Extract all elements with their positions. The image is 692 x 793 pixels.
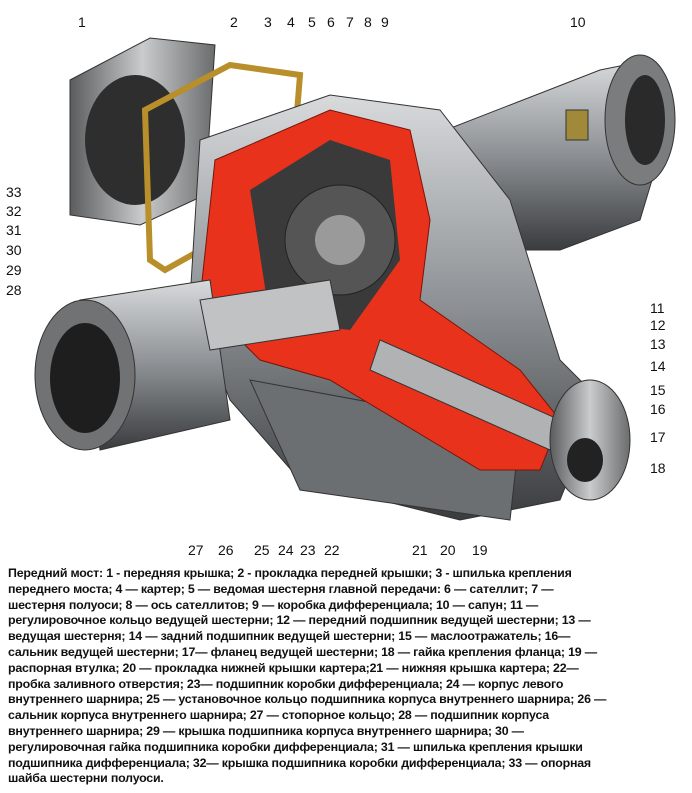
caption-line: переднего моста; 4 — картер; 5 — ведомая… bbox=[8, 581, 554, 596]
callout-8: 8 bbox=[364, 14, 372, 30]
caption-line: Передний мост: 1 - передняя крышка; 2 - … bbox=[8, 566, 572, 580]
pinion-shaft bbox=[369, 339, 561, 451]
callout-22: 22 bbox=[324, 542, 340, 558]
callout-33: 33 bbox=[6, 184, 22, 200]
caption-line: шестерня полуоси; 8 — ось сателлитов; 9 … bbox=[8, 597, 539, 612]
caption-line: сальник ведущей шестерни; 17— фланец вед… bbox=[8, 644, 597, 659]
breather bbox=[565, 109, 589, 141]
callout-26: 26 bbox=[218, 542, 234, 558]
callout-4: 4 bbox=[287, 14, 295, 30]
callout-30: 30 bbox=[6, 242, 22, 258]
callout-32: 32 bbox=[6, 203, 22, 219]
callout-29: 29 bbox=[6, 262, 22, 278]
callout-24: 24 bbox=[278, 542, 294, 558]
diagram-caption: Передний мост: 1 - передняя крышка; 2 - … bbox=[8, 566, 688, 787]
callout-1: 1 bbox=[78, 14, 86, 30]
callout-31: 31 bbox=[6, 222, 22, 238]
callout-17: 17 bbox=[650, 429, 666, 445]
callout-12: 12 bbox=[650, 317, 666, 333]
callout-28: 28 bbox=[6, 282, 22, 298]
callout-20: 20 bbox=[440, 542, 456, 558]
callout-19: 19 bbox=[472, 542, 488, 558]
callout-25: 25 bbox=[254, 542, 270, 558]
callout-16: 16 bbox=[650, 401, 666, 417]
callout-15: 15 bbox=[650, 382, 666, 398]
caption-line: регулировочное кольцо ведущей шестерни; … bbox=[8, 613, 591, 628]
caption-line: пробка заливного отверстия; 23— подшипни… bbox=[8, 676, 564, 691]
callout-18: 18 bbox=[650, 460, 666, 476]
caption-line: ведущая шестерня; 14 — задний подшипник … bbox=[8, 629, 571, 644]
callout-27: 27 bbox=[188, 542, 204, 558]
callout-10: 10 bbox=[570, 14, 586, 30]
callout-6: 6 bbox=[327, 14, 335, 30]
callout-7: 7 bbox=[346, 14, 354, 30]
callout-14: 14 bbox=[650, 358, 666, 374]
callout-23: 23 bbox=[300, 542, 316, 558]
caption-line: распорная втулка; 20 — прокладка нижней … bbox=[8, 660, 579, 675]
callout-11: 11 bbox=[650, 300, 665, 316]
front-axle-cutaway-illustration bbox=[34, 37, 676, 521]
caption-line: подшипника дифференциала; 32— крышка под… bbox=[8, 755, 591, 770]
caption-line: регулировочная гайка подшипника коробки … bbox=[8, 739, 583, 754]
callout-2: 2 bbox=[230, 14, 238, 30]
callout-3: 3 bbox=[264, 14, 272, 30]
caption-line: внутреннего шарнира; 25 — установочное к… bbox=[8, 692, 607, 707]
callout-21: 21 bbox=[412, 542, 428, 558]
callout-13: 13 bbox=[650, 336, 666, 352]
caption-line: сальник корпуса внутреннего шарнира; 27 … bbox=[8, 708, 549, 723]
callout-9: 9 bbox=[381, 14, 389, 30]
callout-5: 5 bbox=[308, 14, 316, 30]
caption-line: шайба шестерни полуоси. bbox=[8, 771, 164, 786]
caption-line: внутреннего шарнира; 29 — крышка подшипн… bbox=[8, 723, 524, 738]
